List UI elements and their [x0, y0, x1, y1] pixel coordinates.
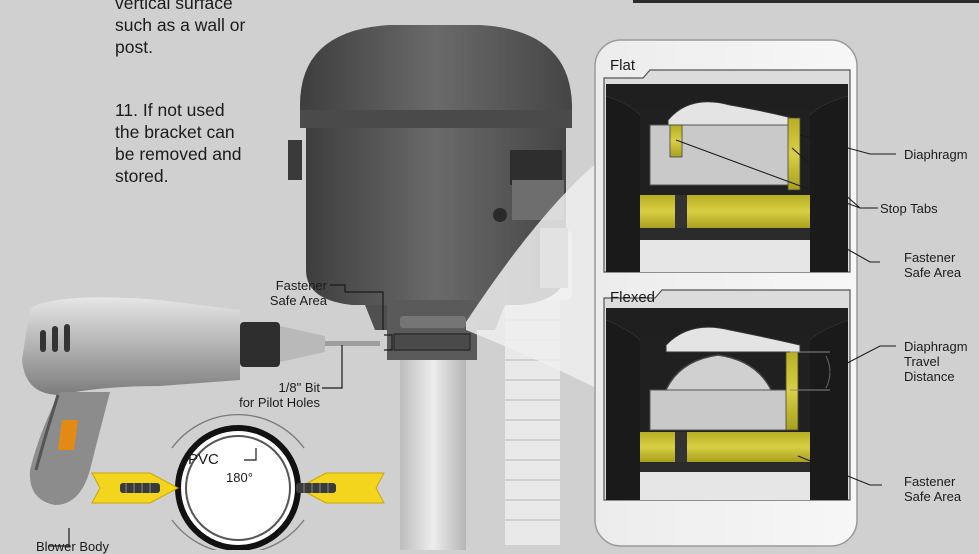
label-line: Safe Area [904, 265, 962, 280]
pvc-pipe [400, 340, 466, 550]
label-line: Distance [904, 369, 955, 384]
pvc-ring [185, 435, 291, 541]
blower-body-label: Blower Body [36, 539, 109, 554]
callout-leaders-left [48, 284, 393, 547]
callout-line: for Pilot Holes [239, 395, 320, 410]
blower-cap [300, 25, 572, 118]
side-bracket [288, 140, 302, 180]
flexed-detail [603, 289, 851, 501]
flat-title: Flat [610, 57, 636, 74]
instruction-line: the bracket can [115, 122, 235, 142]
flat-stop-tab-right [787, 117, 801, 191]
instruction-line: vertical surface [115, 0, 233, 13]
detail-panel [594, 39, 858, 547]
diaphragm-label: Diaphragm [904, 147, 968, 162]
flat-detail [603, 69, 851, 273]
instruction-continuation: vertical surface such as a wall or post. [115, 0, 245, 58]
drill-chuck-collar [240, 322, 280, 367]
pvc-label: PVC [188, 451, 219, 468]
instruction-line: such as a wall or [115, 15, 246, 35]
fastener-arrow-right [296, 472, 385, 504]
flat-safe-band [640, 195, 810, 228]
instruction-line: post. [115, 37, 153, 57]
drill-housing [22, 297, 240, 395]
drill-chuck [280, 326, 325, 362]
drill-bit [325, 341, 380, 346]
flat-stop-tab-left [669, 124, 683, 158]
zoom-wedge [466, 160, 600, 390]
drill-illustration [22, 297, 380, 505]
blower-body [306, 128, 566, 305]
label-line: Diaphragm [904, 339, 968, 354]
drill-trigger [58, 420, 78, 450]
instruction-step-11: 11. If not used the bracket can be remov… [115, 99, 241, 187]
flexed-safe-band [640, 432, 810, 462]
instruction-line: stored. [115, 166, 169, 186]
instruction-line: 11. If not used [115, 100, 225, 120]
label-line: Fastener [904, 474, 956, 489]
instruction-line: be removed and [115, 144, 242, 164]
stop-tabs-label: Stop Tabs [880, 201, 938, 216]
bit-callout: 1/8" Bit for Pilot Holes [220, 380, 320, 410]
label-line: Fastener [904, 250, 956, 265]
flexed-stop-tab [785, 351, 799, 431]
header-rule [633, 0, 979, 3]
pipe-cross-section [91, 414, 385, 550]
callout-leaders-right [675, 134, 896, 486]
diaphragm-travel-label: Diaphragm Travel Distance [904, 339, 968, 384]
label-line: Safe Area [904, 489, 962, 504]
callout-line: Fastener [275, 278, 327, 293]
fastener-safe-area-callout: Fastener Safe Area [265, 278, 327, 308]
angle-label: 180° [226, 470, 253, 485]
callout-line: 1/8" Bit [278, 380, 320, 395]
flexed-title: Flexed [610, 289, 656, 306]
screw-right [296, 483, 336, 493]
callout-line: Safe Area [269, 293, 327, 308]
blower-unit [288, 25, 572, 550]
fastener-safe-area-label-bottom: Fastener Safe Area [904, 474, 961, 504]
label-line: Travel [904, 354, 940, 369]
fastener-safe-area-label-top: Fastener Safe Area [904, 250, 961, 280]
